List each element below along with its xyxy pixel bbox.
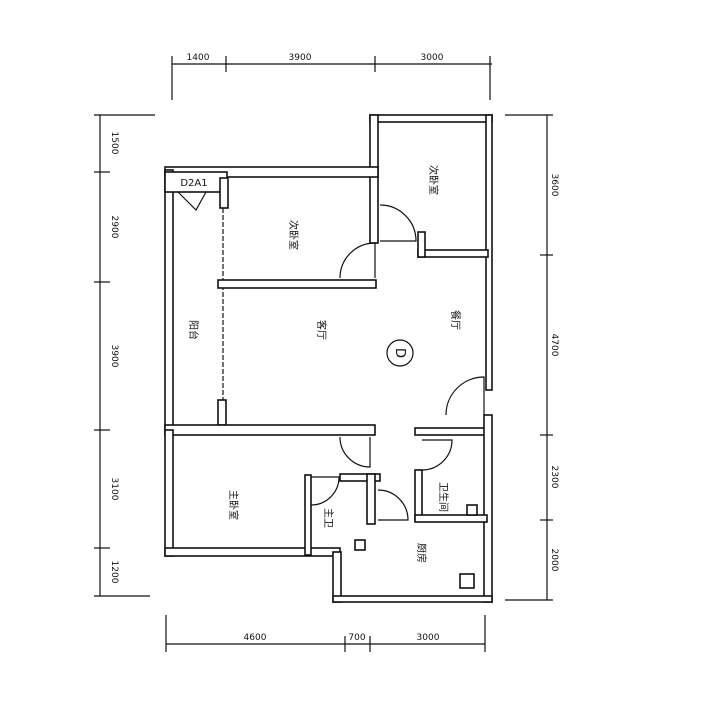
dimension-lines [94, 56, 553, 652]
dim-left-2: 2900 [109, 216, 119, 239]
dim-left-3: 3900 [109, 345, 119, 368]
dim-left-1: 1500 [109, 132, 119, 155]
dim-left-4: 3100 [109, 478, 119, 501]
room-living: 客厅 [315, 320, 328, 340]
room-bathroom: 卫生间 [437, 482, 450, 512]
dim-bottom-2: 700 [348, 633, 365, 643]
ac-label: D2A1 [180, 178, 207, 189]
room-master-bath: 主卫 [322, 508, 334, 528]
room-bedroom-second: 次卧室 [287, 220, 300, 250]
dim-right-3: 2300 [549, 466, 559, 489]
dim-top-2: 3900 [289, 53, 312, 63]
dim-right-2: 4700 [549, 334, 559, 357]
dim-top-3: 3000 [421, 53, 444, 63]
room-master-bedroom: 主卧室 [227, 490, 240, 520]
room-balcony: 阳台 [187, 320, 200, 340]
walls [164, 114, 493, 603]
dim-top-1: 1400 [187, 53, 210, 63]
unit-marker: D [392, 348, 407, 358]
room-dining: 餐厅 [449, 310, 462, 330]
unit-marker-circle [386, 339, 414, 367]
dim-left-5: 1200 [109, 561, 119, 584]
dim-bottom-3: 3000 [417, 633, 440, 643]
dim-right-4: 2000 [549, 549, 559, 572]
room-bedroom-top-right: 次卧室 [427, 165, 440, 195]
dim-bottom-1: 4600 [244, 633, 267, 643]
door-swings [177, 191, 485, 521]
room-kitchen: 厨房 [415, 543, 428, 563]
dim-right-1: 3600 [549, 174, 559, 197]
